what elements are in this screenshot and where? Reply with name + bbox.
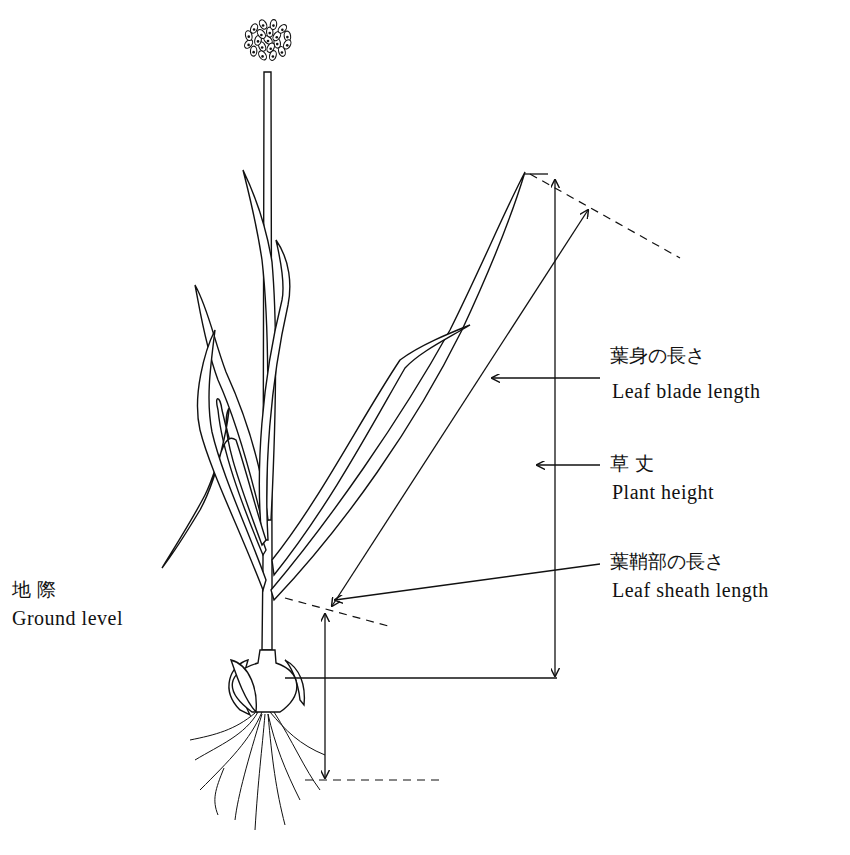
leader-lines <box>335 378 600 600</box>
floret-dot <box>275 36 278 39</box>
ground-label: Ground level <box>12 606 123 630</box>
floret-dot <box>272 55 275 58</box>
floret <box>258 19 269 31</box>
floret-dot <box>252 51 255 54</box>
measure-label: Plant height <box>612 480 714 504</box>
floret-dot <box>261 55 264 58</box>
floret-dot <box>247 44 250 47</box>
floret-dot <box>268 32 271 35</box>
floret-dot <box>286 44 289 47</box>
floret-dot <box>247 35 250 38</box>
measure-label: Leaf sheath length <box>612 578 769 602</box>
dimension-lines <box>325 174 588 778</box>
floret <box>250 46 257 56</box>
floret-dot <box>276 43 279 46</box>
floret <box>270 19 278 30</box>
flower-head <box>243 19 292 62</box>
floret <box>257 49 268 61</box>
floret-dot <box>262 24 265 27</box>
roots <box>190 712 325 830</box>
floret <box>249 23 259 35</box>
floret-dot <box>260 34 263 37</box>
dashed-guides <box>285 174 680 780</box>
floret-dot <box>281 51 284 54</box>
floret-dot <box>272 24 275 27</box>
floret-dot <box>286 36 289 39</box>
floret <box>268 50 277 61</box>
bulb <box>229 650 304 715</box>
floret <box>282 38 292 50</box>
floret-dot <box>269 47 272 50</box>
measure-label: Leaf blade length <box>612 379 760 403</box>
floret-dot <box>253 28 256 31</box>
floret-dot <box>281 29 284 32</box>
floret-dot <box>267 40 270 43</box>
measure-label: 葉身の長さ <box>610 344 705 367</box>
floret-dot <box>257 40 260 43</box>
floret-dot <box>261 46 264 49</box>
ground-label: 地 際 <box>12 578 56 601</box>
measure-label: 葉鞘部の長さ <box>610 550 724 573</box>
leaves <box>162 170 525 600</box>
ground-line <box>285 677 557 678</box>
measure-label: 草 丈 <box>610 452 654 475</box>
